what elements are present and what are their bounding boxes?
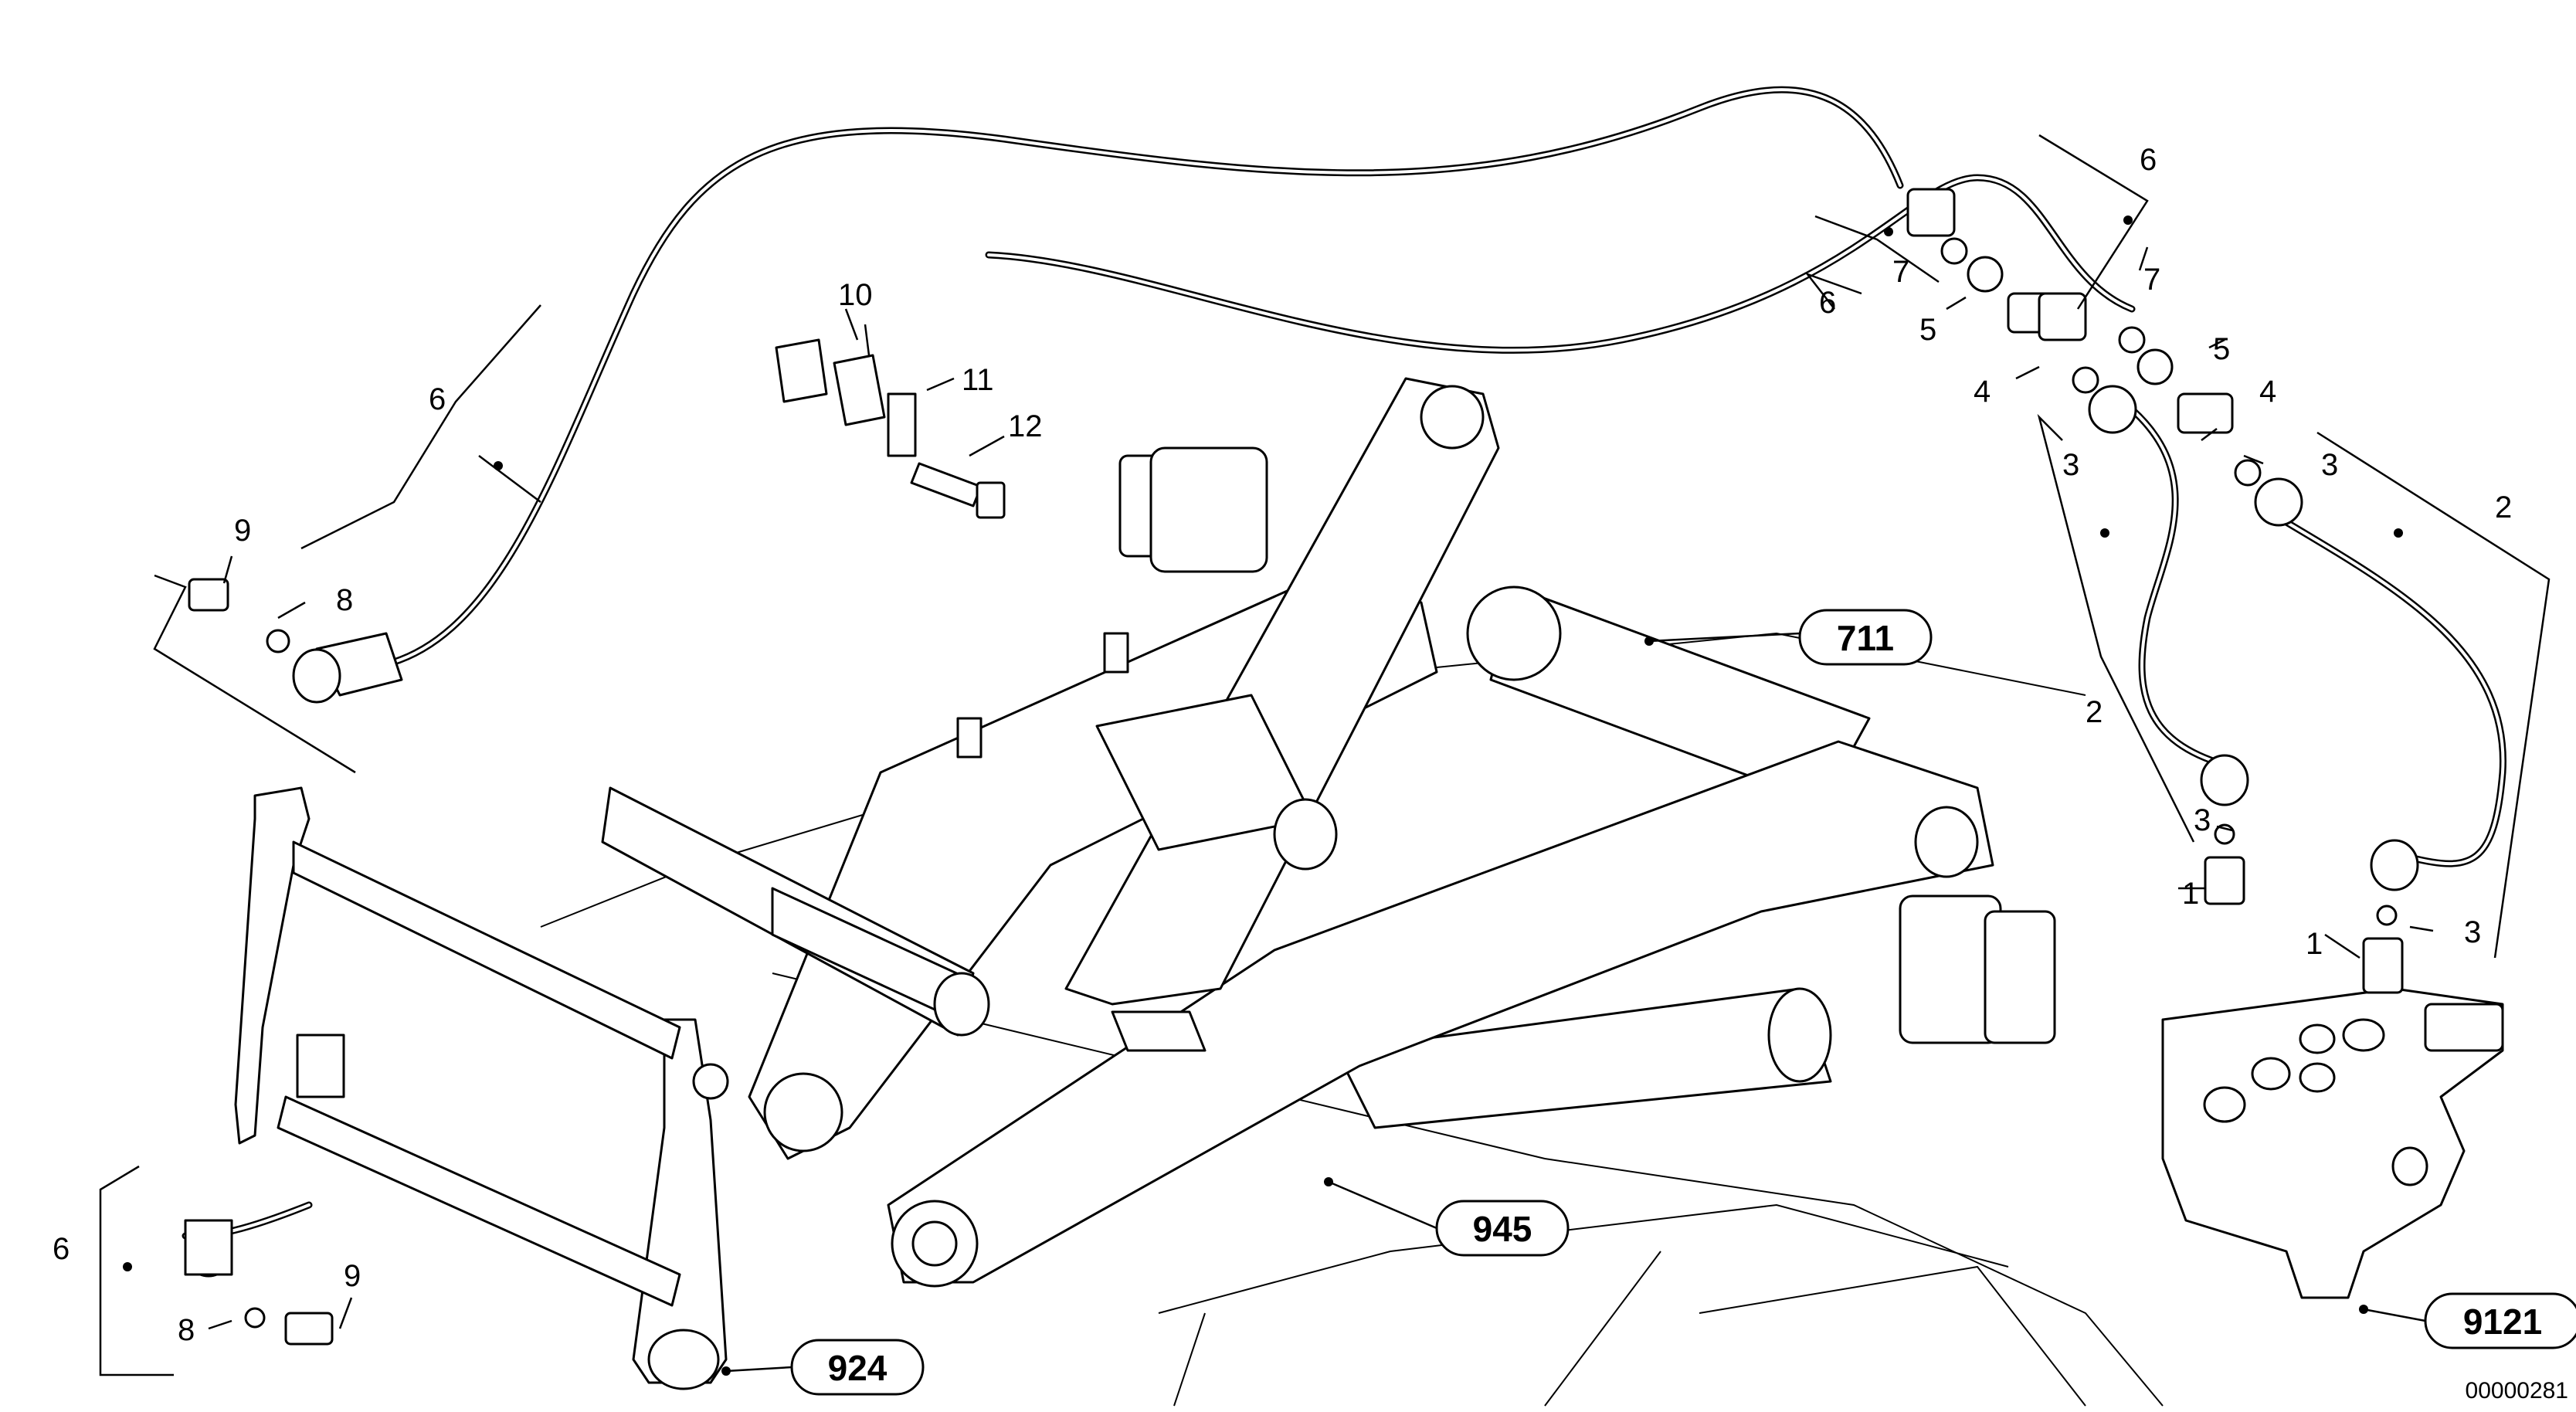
document-number: 00000281 [2466, 1378, 2568, 1404]
callout-6-top-right: 6 [2140, 143, 2157, 177]
callout-labels: 6 9 8 10 11 12 6 7 5 4 6 7 5 4 3 3 2 2 3… [53, 143, 2512, 1347]
callout-2-right: 2 [2495, 490, 2512, 524]
hose-fittings [184, 188, 2419, 1346]
callout-3-top-left: 3 [2062, 448, 2079, 482]
ref-label-924: 924 [828, 1348, 888, 1388]
callout-1-right: 1 [2306, 927, 2323, 961]
callout-9-lower: 9 [344, 1259, 361, 1293]
callout-1-left: 1 [2182, 877, 2199, 911]
callout-3-mid-right: 3 [2464, 915, 2481, 949]
callout-6-left-hose: 6 [429, 382, 446, 416]
callout-5-right: 5 [2213, 332, 2230, 366]
callout-8-upper: 8 [336, 583, 353, 617]
callout-12: 12 [1008, 409, 1043, 443]
ref-label-9121: 9121 [2463, 1302, 2542, 1342]
ref-label-711: 711 [1837, 618, 1894, 658]
callout-6-top-left: 6 [1819, 286, 1836, 320]
callout-3-top-right: 3 [2321, 448, 2338, 482]
ref-box-945 [1435, 1200, 1570, 1257]
loader-frame [540, 377, 2164, 1407]
ref-box-924 [790, 1339, 925, 1396]
reference-boxes [790, 609, 2576, 1396]
callout-8-lower: 8 [178, 1313, 195, 1347]
callout-3-mid-left: 3 [2194, 803, 2211, 837]
ref-box-9121 [2424, 1292, 2576, 1349]
callout-4-right: 4 [2259, 375, 2276, 409]
callout-6-lower: 6 [53, 1232, 70, 1266]
callout-2-left: 2 [2086, 695, 2103, 729]
callout-7-left: 7 [1892, 255, 1909, 289]
cooler-frame [234, 786, 729, 1390]
callout-10: 10 [838, 278, 873, 312]
ref-box-711 [1798, 609, 1933, 666]
callout-4-left: 4 [1974, 375, 1991, 409]
reference-labels: 711 945 924 9121 [828, 618, 2543, 1388]
control-valve [2161, 987, 2504, 1299]
callout-5-left: 5 [1919, 313, 1936, 347]
leader-lines [99, 134, 2551, 1376]
callout-11: 11 [962, 363, 994, 397]
callout-9-upper: 9 [234, 514, 251, 548]
ref-label-945: 945 [1473, 1209, 1532, 1249]
callout-7-right: 7 [2143, 263, 2160, 297]
